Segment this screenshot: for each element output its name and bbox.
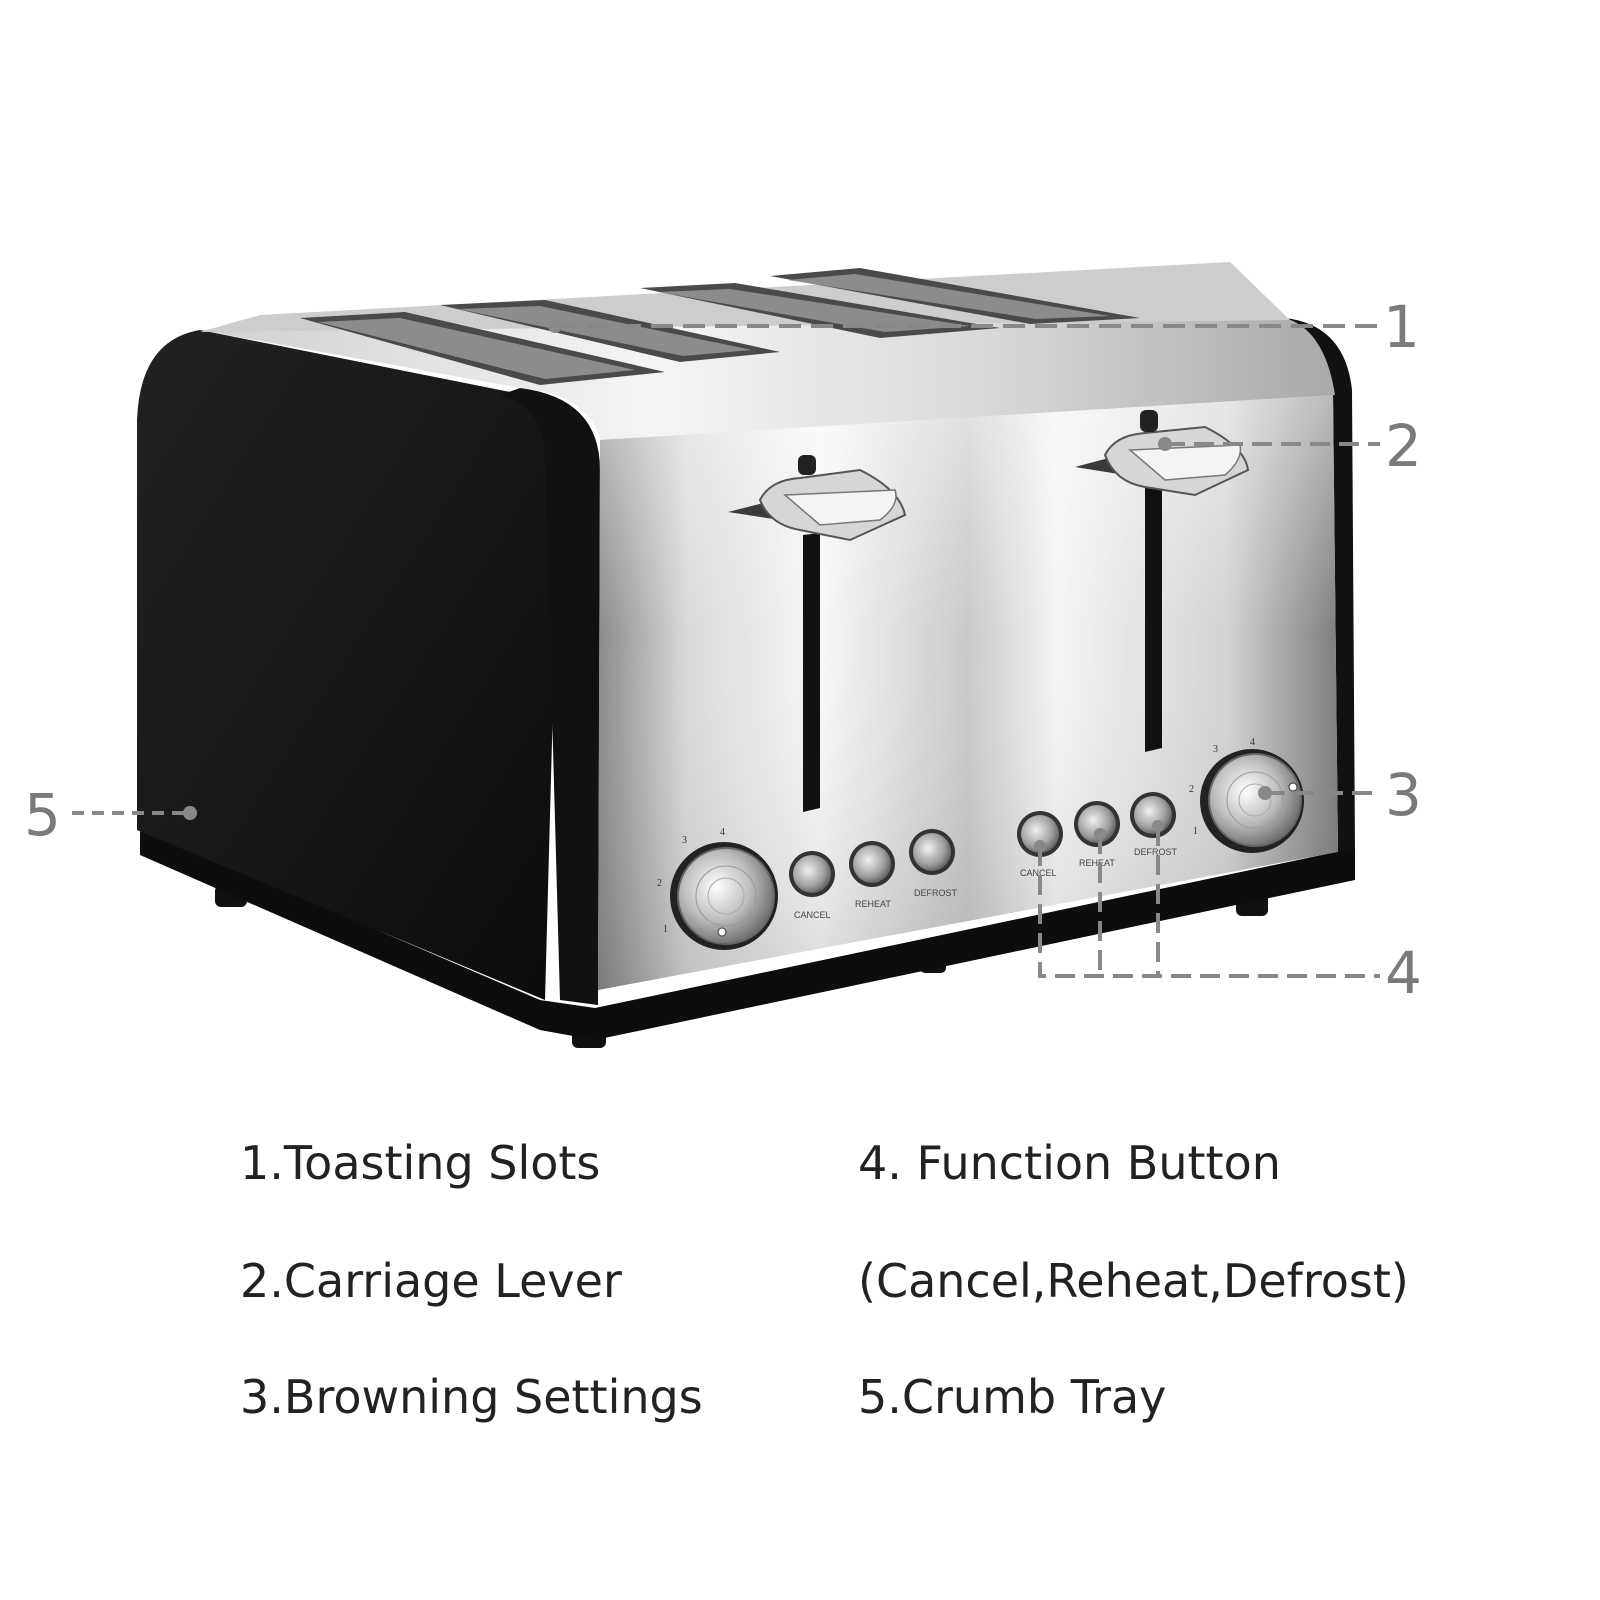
defrost-label-left: DEFROST — [914, 888, 958, 898]
slot-2-inner — [458, 306, 752, 356]
cancel-label-left: CANCEL — [794, 910, 831, 920]
legend-function-button-detail: (Cancel,Reheat,Defrost) — [858, 1254, 1409, 1308]
reheat-button-left[interactable] — [849, 841, 895, 887]
callout-4: 4 — [1034, 820, 1422, 1007]
front-rim — [500, 388, 600, 1005]
slot-4-inner — [788, 274, 1110, 319]
dial-number-3-right: 3 — [1213, 744, 1218, 755]
cancel-label-right: CANCEL — [1020, 868, 1057, 878]
dial-number-1-left: 1 — [663, 924, 668, 935]
callout-number-3: 3 — [1385, 761, 1422, 829]
legend-toasting-slots: 1.Toasting Slots — [240, 1136, 601, 1190]
defrost-button-left[interactable] — [909, 829, 955, 875]
reheat-label-left: REHEAT — [855, 899, 891, 909]
base-plinth — [140, 828, 1355, 1040]
legend-browning-settings: 3.Browning Settings — [240, 1370, 703, 1424]
cancel-button-left[interactable] — [789, 851, 835, 897]
browning-knob-right[interactable] — [1200, 749, 1304, 853]
callout-2: 2 — [1158, 412, 1422, 480]
lever-track-left — [803, 533, 820, 812]
dial-number-4-right: 4 — [1250, 737, 1255, 748]
slot-3-inner — [658, 289, 970, 332]
lever-track-right — [1145, 478, 1162, 752]
callout-number-5: 5 — [24, 781, 61, 849]
legend-function-button: 4. Function Button — [858, 1136, 1281, 1190]
browning-knob-left[interactable] — [670, 842, 778, 950]
callout-number-1: 1 — [1383, 293, 1420, 361]
legend-crumb-tray: 5.Crumb Tray — [858, 1370, 1167, 1424]
defrost-label-right: DEFROST — [1134, 847, 1178, 857]
callout-number-4: 4 — [1385, 939, 1422, 1007]
dial-number-2-left: 2 — [657, 878, 662, 889]
defrost-button-right[interactable] — [1130, 792, 1176, 838]
dial-number-3-left: 3 — [682, 835, 687, 846]
cancel-button-right[interactable] — [1017, 811, 1063, 857]
callout-1: 1 — [548, 293, 1420, 361]
toaster: 1 2 3 4 CANCEL REHEAT DEFROST CANCEL REH… — [137, 262, 1355, 1048]
legend-carriage-lever: 2.Carriage Lever — [240, 1254, 622, 1308]
callout-5: 5 — [24, 781, 197, 849]
dial-number-1-right: 1 — [1193, 826, 1198, 837]
reheat-button-right[interactable] — [1074, 801, 1120, 847]
side-panel — [137, 330, 560, 1000]
callout-number-2: 2 — [1385, 412, 1422, 480]
right-rim — [1285, 318, 1355, 852]
toasting-slots — [300, 268, 1140, 385]
carriage-lever-left[interactable] — [728, 455, 907, 542]
slot-1-inner — [318, 318, 635, 379]
reheat-label-right: REHEAT — [1079, 858, 1115, 868]
dial-number-2-right: 2 — [1189, 784, 1194, 795]
dial-number-4-left: 4 — [720, 827, 725, 838]
callout-3: 3 — [1258, 761, 1422, 829]
